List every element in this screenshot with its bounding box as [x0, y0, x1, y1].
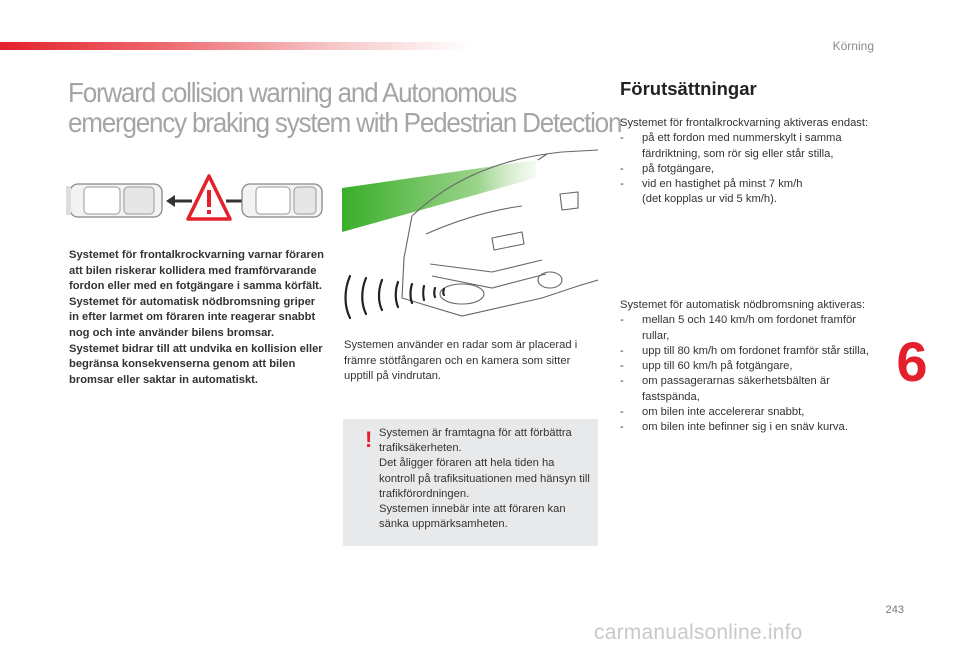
intro-bold-text: Systemet för frontalkrockvarning varnar … — [69, 248, 327, 388]
header-accent-bar — [0, 42, 470, 50]
page-title-line-1: Forward collision warning and Autonomous — [68, 77, 517, 108]
conditions-heading: Förutsättningar — [620, 78, 757, 99]
list-item-text: om passagerarnas säkerhetsbälten är fast… — [642, 375, 830, 403]
intro-paragraph-2: Systemet för automatisk nödbromsning gri… — [69, 295, 316, 339]
radar-description: Systemen använder en radar som är placer… — [344, 339, 578, 383]
section-label: Körning — [832, 39, 874, 53]
list-dash: - — [620, 360, 624, 373]
list-item-text: upp till 80 km/h om fordonet framför stå… — [642, 344, 869, 357]
warning-paragraph-1: Systemen är framtagna för att förbättra … — [379, 427, 572, 455]
collision-warning-conditions: Systemet för frontalkrockvarning aktiver… — [620, 116, 880, 208]
list-item: - upp till 60 km/h på fotgängare, — [620, 359, 880, 374]
list-item: - på ett fordon med nummerskylt i samma f… — [620, 131, 880, 162]
watermark: carmanualsonline.info — [594, 621, 803, 644]
page-title-line-2: emergency braking system with Pedestrian… — [68, 107, 622, 138]
emergency-braking-conditions: Systemet för automatisk nödbromsning akt… — [620, 298, 880, 436]
list-dash: - — [620, 162, 624, 175]
list-dash: - — [620, 406, 624, 419]
car-right-icon — [241, 183, 323, 218]
radar-waves-icon — [344, 274, 446, 320]
van-radar-camera-icon — [342, 149, 598, 320]
list-item: - om bilen inte accelererar snabbt, — [620, 405, 880, 420]
emergency-braking-list: - mellan 5 och 140 km/h om fordonet framf… — [620, 313, 880, 435]
list-item: - på fotgängare, — [620, 162, 880, 177]
emergency-braking-intro: Systemet för automatisk nödbromsning akt… — [620, 299, 865, 311]
list-item-text: upp till 60 km/h på fotgängare, — [642, 360, 793, 373]
list-item-text: på fotgängare, — [642, 162, 715, 175]
page-number: 243 — [885, 604, 904, 616]
list-item: - mellan 5 och 140 km/h om fordonet framf… — [620, 313, 880, 344]
list-dash: - — [620, 375, 624, 388]
list-dash: - — [620, 344, 624, 357]
list-item-text: mellan 5 och 140 km/h om fordonet framfö… — [642, 314, 856, 342]
warning-text: Systemen är framtagna för att förbättra … — [379, 426, 591, 532]
list-dash: - — [620, 314, 624, 327]
list-item-text: på ett fordon med nummerskylt i samma fä… — [642, 132, 842, 160]
collision-warning-intro: Systemet för frontalkrockvarning aktiver… — [620, 117, 869, 129]
arrow-left-icon — [166, 195, 192, 207]
list-item: - upp till 80 km/h om fordonet framför st… — [620, 344, 880, 359]
car-left-icon — [66, 183, 163, 218]
intro-paragraph-3: Systemet bidrar till att undvika en koll… — [69, 342, 323, 386]
intro-paragraph-1: Systemet för frontalkrockvarning varnar … — [69, 249, 324, 293]
collision-warning-list: - på ett fordon med nummerskylt i samma f… — [620, 131, 880, 192]
chapter-number: 6 — [896, 330, 928, 393]
exclamation-icon: ! — [365, 427, 373, 452]
camera-beam — [342, 160, 536, 232]
warning-triangle-icon — [186, 174, 232, 221]
list-dash: - — [620, 132, 624, 145]
list-dash: - — [620, 178, 624, 191]
page-title: Forward collision warning and Autonomous… — [68, 77, 622, 138]
list-item-text: vid en hastighet på minst 7 km/h — [642, 178, 803, 191]
warning-paragraph-3: Systemen innebär inte att föraren kan sä… — [379, 503, 566, 531]
cars-warning-triangle-icon — [66, 174, 323, 221]
list-item-text: om bilen inte befinner sig i en snäv kur… — [642, 421, 848, 434]
list-item: - om passagerarnas säkerhetsbälten är fas… — [620, 374, 880, 405]
list-item: - om bilen inte befinner sig i en snäv ku… — [620, 420, 880, 435]
list-item: - vid en hastighet på minst 7 km/h — [620, 177, 880, 192]
warning-paragraph-2: Det åligger föraren att hela tiden ha ko… — [379, 457, 590, 500]
collision-warning-note: (det kopplas ur vid 5 km/h). — [642, 193, 777, 206]
warning-box: ! Systemen är framtagna för att förbättr… — [343, 419, 598, 546]
list-item-text: om bilen inte accelererar snabbt, — [642, 406, 805, 419]
list-dash: - — [620, 421, 624, 434]
van-front — [401, 149, 598, 317]
